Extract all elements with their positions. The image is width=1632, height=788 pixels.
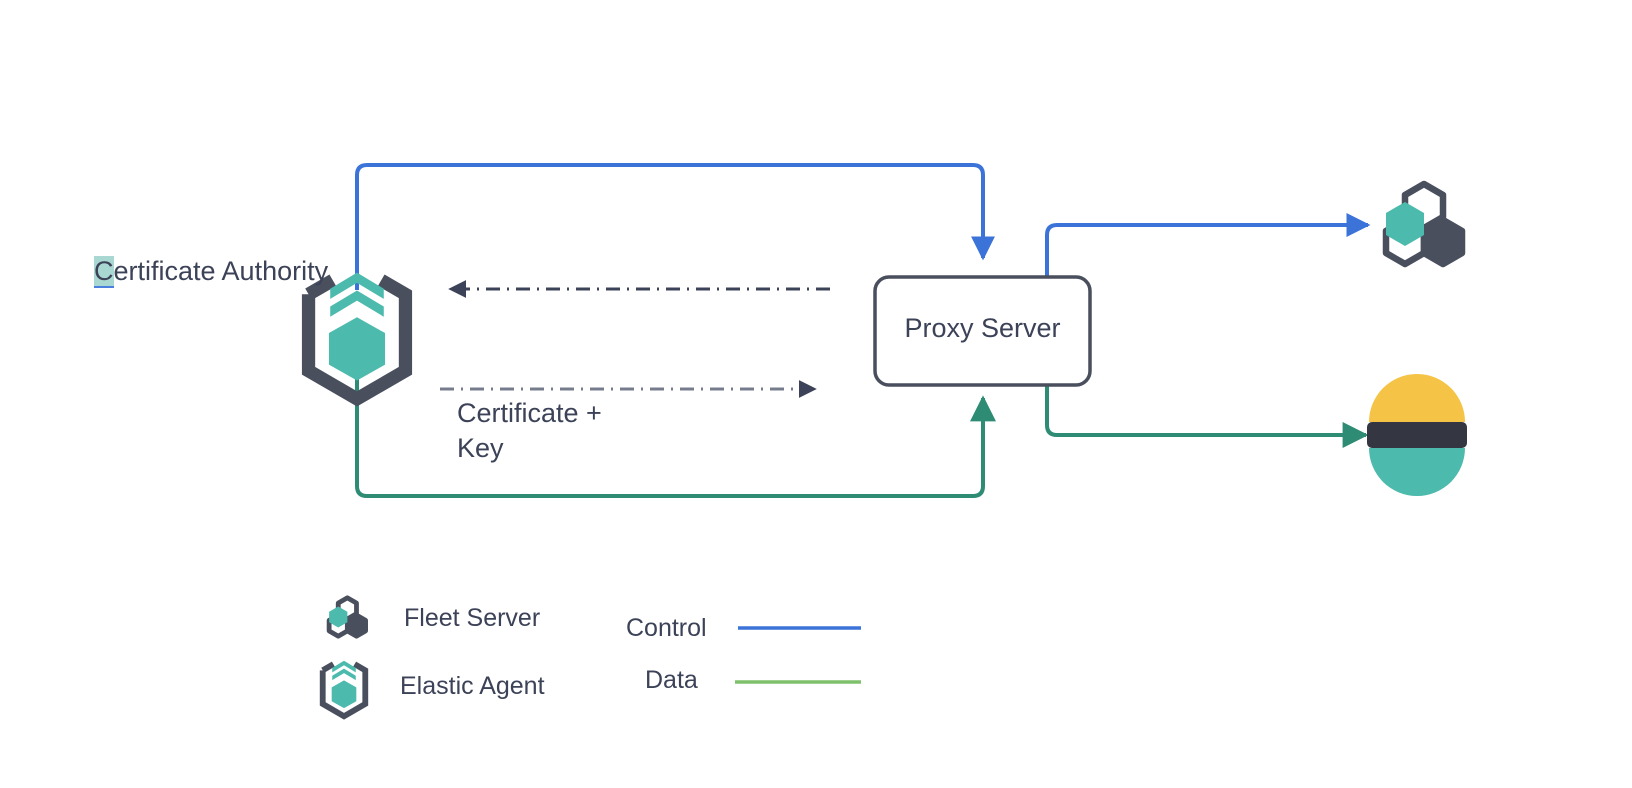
edge-proxy-to-elasticsearch-data — [1045, 383, 1369, 448]
legend-elastic-agent-icon — [319, 660, 369, 720]
legend-line-label-control: Control — [626, 614, 707, 642]
proxy-server-label: Proxy Server — [904, 313, 1061, 343]
fleet-server-icon — [1382, 180, 1466, 268]
legend-line-label-data: Data — [645, 666, 698, 694]
edge-ca-to-proxy-control — [355, 163, 995, 290]
legend-item-label-fleet-server: Fleet Server — [404, 604, 541, 632]
legend-item-label-elastic-agent: Elastic Agent — [400, 672, 545, 700]
certificate-key-edge-label-line2: Key — [457, 433, 504, 463]
certificate-key-edge-label-line1: Certificate + — [457, 398, 602, 428]
elasticsearch-icon — [1367, 374, 1467, 496]
edge-proxy-to-fleet-control — [1045, 213, 1371, 276]
legend-fleet-server-icon — [326, 595, 369, 639]
certificate-authority-label: Certificate Authority — [94, 253, 328, 289]
certificate-authority-label-rest: ertificate Authority — [113, 256, 329, 286]
certificate-key-edge-label: Certificate + Key — [457, 396, 602, 466]
edge-ca-to-proxy-data — [355, 378, 996, 498]
proxy-server-node[interactable] — [873, 275, 1092, 387]
certificate-authority-label-selected-char: C — [94, 256, 114, 286]
elastic-agent-icon — [301, 272, 413, 407]
